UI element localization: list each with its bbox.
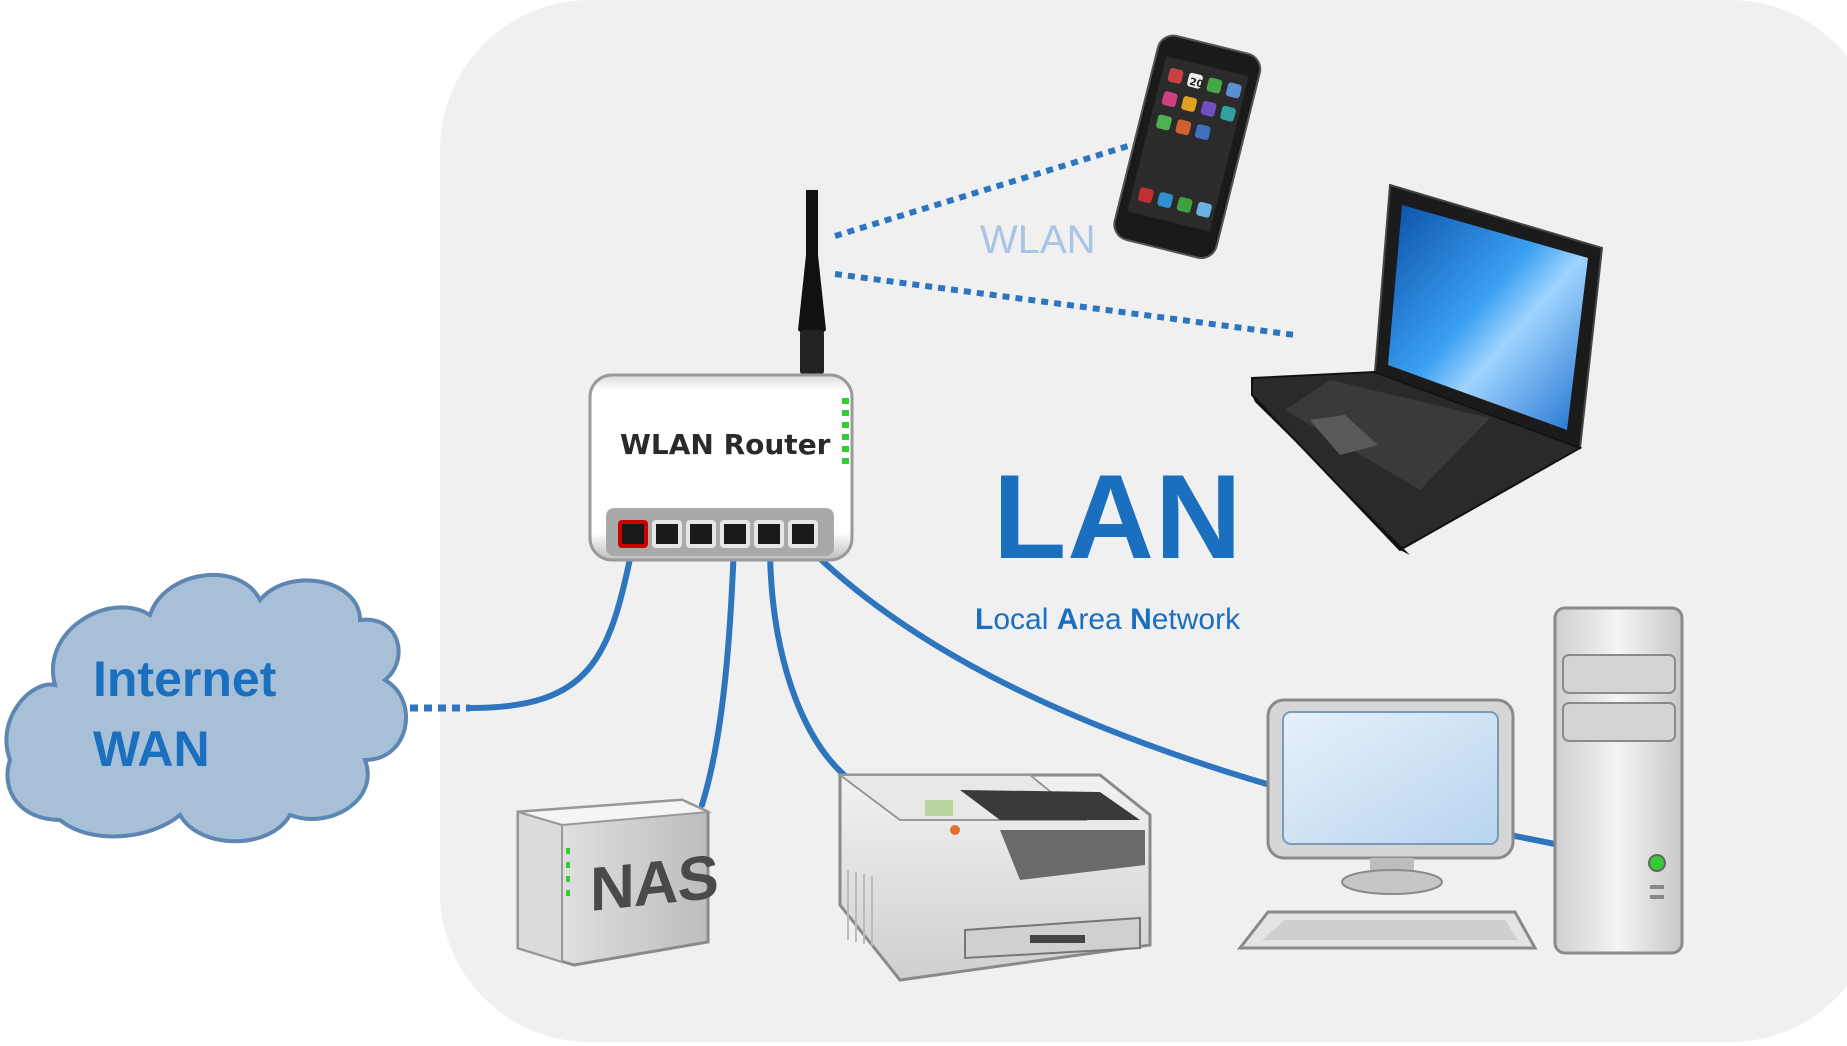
cable-nas — [699, 541, 737, 808]
lan-subtitle-a: A — [1056, 603, 1079, 636]
pc-monitor — [1266, 698, 1515, 895]
laptop-icon — [1251, 183, 1604, 555]
lan-subtitle-n: N — [1130, 603, 1152, 636]
lan-subtitle-rea: rea — [1078, 603, 1131, 636]
lan-subtitle-l: L — [975, 603, 994, 636]
router-ports — [618, 520, 818, 548]
router-label: WLAN Router — [620, 428, 831, 461]
antenna-icon — [798, 190, 826, 375]
lan-subtitle-ocal: ocal — [993, 603, 1057, 636]
cloud-icon — [4, 573, 408, 844]
internet-label: Internet — [93, 651, 277, 707]
router-icon — [588, 373, 854, 562]
pc-tower — [1553, 606, 1684, 955]
wlan-label: WLAN — [980, 218, 1096, 262]
desktop-pc-icon — [1236, 606, 1684, 955]
phone-calendar-day: 20 — [1188, 77, 1204, 91]
nas-icon — [516, 798, 712, 967]
cable-printer — [767, 541, 853, 783]
cable-wan — [467, 541, 636, 711]
wan-label: WAN — [93, 721, 210, 777]
pc-keyboard — [1236, 910, 1538, 950]
cable-pc-tower — [1507, 832, 1563, 848]
lan-subtitle: Local Area Network — [975, 603, 1240, 637]
lan-title: LAN — [993, 450, 1243, 584]
led-strip — [842, 398, 849, 464]
lan-cables — [467, 541, 1563, 848]
lan-subtitle-etwork: etwork — [1151, 603, 1241, 636]
cable-pc — [802, 541, 1273, 788]
nas-label: NAS — [590, 842, 718, 925]
smartphone-icon: 20 — [1113, 34, 1262, 260]
printer-icon — [837, 773, 1152, 982]
